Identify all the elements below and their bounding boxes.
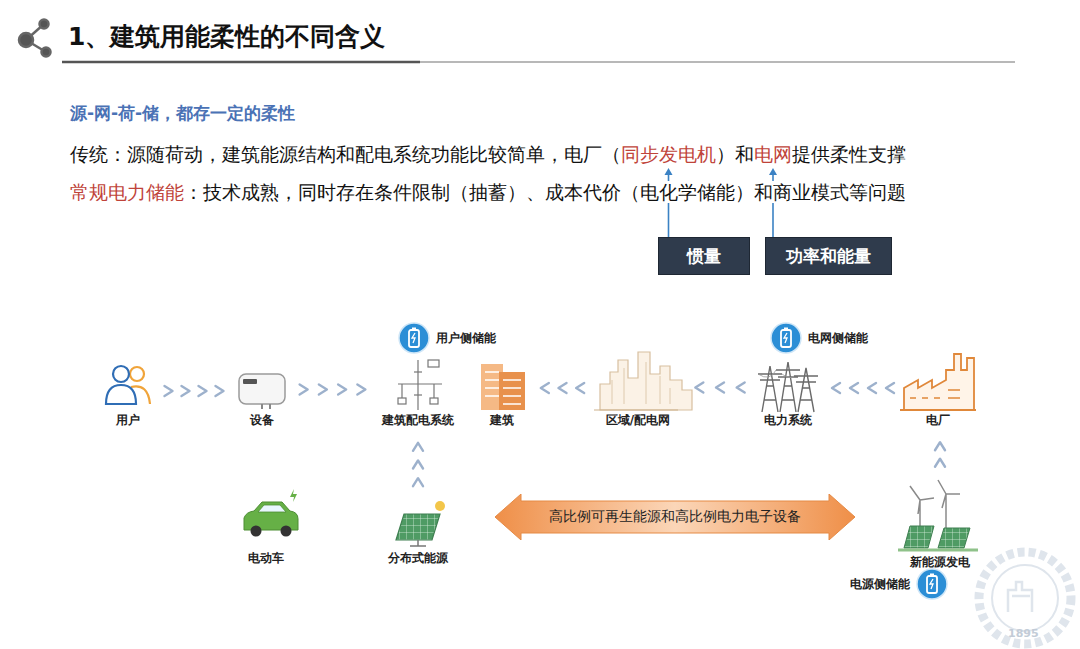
watermark-logo	[979, 552, 1071, 644]
renewable-icon	[898, 480, 978, 550]
icon-node: 分布式能源	[386, 498, 450, 567]
text-line: 源-网-荷-储，都存一定的柔性	[70, 102, 295, 125]
storage-badge: 用户侧储能	[398, 322, 496, 354]
icon-node: 区域/配电网	[596, 350, 680, 429]
text-line: 常规电力储能：技术成熟，同时存在条件限制（抽蓄）、成本代价（电化学储能）和商业模…	[70, 180, 906, 206]
tower-icon	[758, 362, 818, 412]
node-label: 设备	[237, 412, 287, 429]
building-icon	[481, 364, 525, 410]
battery-badge	[398, 322, 430, 354]
chevron-connector	[300, 385, 366, 395]
icon-node: 用户	[103, 362, 153, 429]
body-text: 提供柔性支撑	[792, 143, 906, 165]
node-label: 用户侧储能	[436, 330, 496, 347]
battery-badge	[916, 568, 948, 600]
icon-node: 建筑配电系统	[380, 356, 456, 429]
icon-node: 新能源发电	[898, 478, 982, 571]
chevron-connector	[935, 442, 945, 467]
node-label: 电网侧储能	[808, 330, 868, 347]
node-label: 电源侧储能	[850, 576, 910, 593]
storage-badge: 电网侧储能	[770, 322, 868, 354]
body-text: ：技术成熟，同时存在条件限制（抽蓄）、成本代价（电化学储能）和商业模式等问题	[184, 181, 906, 203]
battery-badge	[770, 322, 802, 354]
tag-text: 惯量	[687, 245, 721, 268]
node-label: 新能源发电	[898, 554, 982, 571]
header-rule-strong	[62, 61, 420, 64]
chevron-connector	[541, 383, 584, 393]
node-label: 电力系统	[758, 412, 818, 429]
icon-node: 电动车	[236, 488, 296, 567]
header-rule	[62, 61, 1015, 63]
chevron-connector	[832, 383, 894, 393]
ev-icon	[244, 489, 298, 537]
highlight-text: 电网	[754, 143, 792, 165]
node-label: 电厂	[906, 412, 970, 429]
text-line: 1895	[1008, 627, 1039, 640]
body-text: 源-网-荷-储，都存一定的柔性	[70, 103, 295, 123]
icon-node: 电力系统	[758, 360, 818, 429]
icon-node: 设备	[237, 362, 287, 429]
header-icon	[19, 20, 51, 57]
node-label: 分布式能源	[386, 550, 450, 567]
dark-tag-box: 功率和能量	[765, 237, 892, 275]
solar-icon	[396, 501, 445, 546]
slide-title: 1、建筑用能柔性的不同含义	[68, 20, 385, 53]
power-plant-icon	[900, 354, 976, 410]
distribution-schematic	[398, 360, 442, 410]
user-icon	[106, 366, 150, 404]
chevron-connector	[413, 443, 423, 486]
chevron-connector	[165, 386, 224, 396]
chevron-connector	[695, 383, 744, 393]
dark-tag-box: 惯量	[658, 237, 750, 275]
node-label: 区域/配电网	[596, 412, 680, 429]
storage-badge: 电源侧储能	[850, 568, 948, 600]
node-label: 建筑配电系统	[380, 412, 456, 429]
node-label: 电动车	[236, 550, 296, 567]
text-line: 传统：源随荷动，建筑能源结构和配电系统功能比较简单，电厂（同步发电机）和电网提供…	[70, 142, 906, 168]
highlight-text: 同步发电机	[621, 143, 716, 165]
node-label: 用户	[103, 412, 153, 429]
icon-node: 建筑	[477, 362, 527, 429]
tag-text: 功率和能量	[786, 245, 871, 268]
icon-node: 电厂	[906, 352, 970, 429]
highlight-text: 常规电力储能	[70, 181, 184, 203]
double-arrow-band: 高比例可再生能源和高比例电力电子设备	[495, 494, 855, 540]
device-icon	[239, 374, 285, 409]
city-icon	[594, 352, 692, 410]
body-text: ）和	[716, 143, 754, 165]
node-label: 建筑	[477, 412, 527, 429]
band-text: 高比例可再生能源和高比例电力电子设备	[549, 508, 801, 526]
body-text: 1895	[1008, 627, 1039, 640]
body-text: 传统：源随荷动，建筑能源结构和配电系统功能比较简单，电厂（	[70, 143, 621, 165]
